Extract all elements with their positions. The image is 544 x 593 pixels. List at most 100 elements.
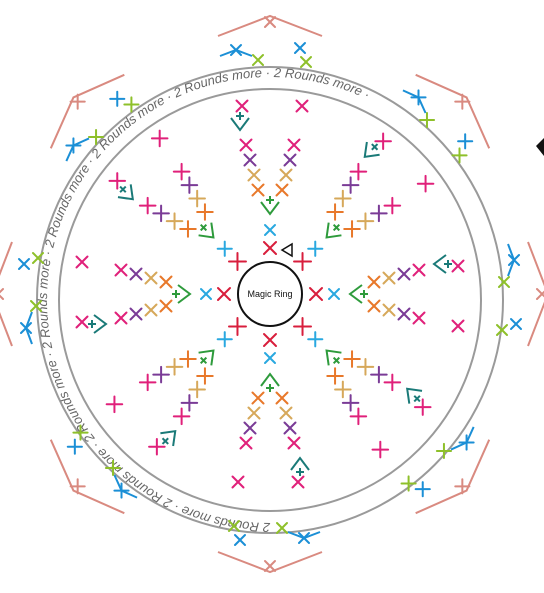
stitch-round1-stroke-b — [263, 333, 277, 347]
stitch-branch-6-stroke-b — [160, 204, 163, 223]
stitch-branch-5 — [334, 380, 352, 399]
outer-blue-stitch — [113, 482, 130, 499]
increase-round3-vee — [198, 222, 215, 239]
stitch-branch-5 — [165, 212, 184, 230]
outer-green-stitch-stroke-b — [442, 442, 445, 460]
stitch-branch-6 — [152, 204, 170, 223]
stitch-round8 — [451, 259, 465, 273]
outer-green-stitch-b — [72, 424, 89, 441]
stitch-branch-7 — [349, 162, 368, 181]
increase-round3-stem — [199, 223, 208, 232]
outer-green-stitch-b-stroke-b — [451, 154, 468, 157]
outer-crossbar — [49, 439, 125, 515]
stitch-branch-6-stroke-b — [283, 153, 297, 167]
outer-green-stitch-b-stroke-b — [72, 431, 89, 434]
increase-round3-vee — [260, 372, 280, 387]
stitch-branch-6 — [243, 153, 257, 167]
stitch-branch-5 — [144, 303, 158, 317]
stitch-branch-7 — [239, 436, 253, 450]
outer-top-stitch — [0, 288, 4, 300]
increase-round8 — [160, 430, 177, 447]
stitch-round8-stroke-b — [291, 475, 305, 489]
stitch-round2-stroke-b — [307, 247, 324, 250]
increase-round8 — [290, 456, 310, 476]
increase-round3-stem — [332, 356, 341, 365]
stitch-round8b — [150, 129, 169, 148]
stitch-round8b — [231, 475, 245, 489]
stitch-round1-stroke-b — [227, 325, 247, 328]
stitch-branch-4-stroke-b — [275, 391, 289, 405]
stitch-branch-6-stroke-b — [243, 421, 257, 435]
stitch-branch-6 — [129, 267, 143, 281]
stitch-round8b — [371, 440, 390, 459]
stitch-branch-7-stroke-b — [412, 263, 426, 277]
stitch-branch-4 — [251, 183, 265, 197]
outer-green-stitch — [435, 442, 453, 460]
stitch-branch-7 — [287, 138, 301, 152]
stitch-branch-6-stroke-b — [188, 176, 191, 194]
stitch-branch-6-stroke-b — [283, 421, 297, 435]
outer-green-stitch-stroke-b — [276, 522, 288, 534]
outer-top-stitch — [69, 478, 86, 495]
stitch-branch-4 — [159, 299, 173, 313]
stitch-branch-4-stroke-b — [159, 299, 173, 313]
outer-green-stitch-b — [123, 96, 140, 113]
stitch-round1-stroke-b — [217, 287, 231, 301]
outer-blue-stitch-stroke-b — [298, 532, 310, 544]
outer-blue-stitch-b — [510, 318, 522, 330]
outer-top-stitch — [454, 93, 471, 110]
stitch-branch-7-stroke-b — [239, 138, 253, 152]
stitch-round2-stroke-b — [223, 240, 226, 257]
stitch-branch-4 — [326, 203, 344, 221]
stitch-branch-5 — [382, 303, 396, 317]
stitch-round8 — [148, 437, 166, 456]
stitch-round8 — [235, 99, 249, 113]
stitch-branch-6 — [283, 421, 297, 435]
stitch-branch-7 — [172, 162, 191, 181]
increase-round3 — [198, 349, 215, 366]
stitch-branch-4 — [367, 275, 381, 289]
stitch-round8b-stroke-b — [295, 99, 309, 113]
outer-top-stitch-stroke-b — [0, 288, 4, 300]
stitch-branch-6 — [243, 421, 257, 435]
stitch-branch-5-stroke-b — [364, 358, 367, 376]
stitch-branch-6 — [370, 204, 388, 223]
stitch-branch-7 — [412, 311, 426, 325]
stitch-branch-5-stroke-b — [356, 220, 375, 223]
outer-top-stitch-stroke-b — [536, 288, 544, 300]
stitch-round2-stroke-b — [264, 352, 276, 364]
outer-green-stitch — [104, 459, 122, 477]
outer-green-stitch — [87, 128, 105, 146]
stitch-branch-4 — [179, 350, 197, 368]
stitch-round8-stroke-b — [116, 172, 119, 190]
stitch-branch-5-stroke-b — [173, 212, 176, 230]
increase-round3 — [198, 222, 215, 239]
outer-top-stitch-stroke-b — [69, 485, 86, 488]
outer-top-stitch-stroke-b — [76, 93, 79, 110]
stitch-branch-6 — [397, 267, 411, 281]
outer-blue-stitch — [508, 254, 520, 266]
stitch-round1-stroke-b — [293, 260, 313, 263]
stitch-branch-4 — [326, 367, 344, 385]
stitch-round8b — [295, 99, 309, 113]
outer-green-stitch — [252, 54, 264, 66]
stitch-branch-4-stroke-b — [179, 358, 197, 361]
stitch-round8-stroke-b — [421, 398, 424, 416]
stitch-branch-7-stroke-b — [114, 263, 128, 277]
stitch-branch-4-stroke-b — [367, 299, 381, 313]
stitch-branch-5 — [247, 168, 261, 182]
stitch-round2-stroke-b — [200, 288, 212, 300]
outer-blue-stitch — [410, 89, 427, 106]
stitch-branch-7-stroke-b — [287, 138, 301, 152]
stitch-layer — [75, 99, 465, 489]
stitch-branch-7-stroke-b — [180, 162, 183, 181]
outer-top-stitch-stroke-b — [264, 560, 276, 572]
increase-round8 — [88, 314, 108, 334]
stitch-branch-5-stroke-b — [144, 303, 158, 317]
increase-round8-vee — [290, 456, 310, 471]
stitch-branch-4 — [179, 220, 197, 238]
increase-round8-vee — [160, 430, 177, 447]
outer-blue-stitch-b-stroke-b — [234, 534, 246, 546]
stitch-branch-4 — [343, 350, 361, 368]
stitch-branch-4-stroke-b — [343, 227, 361, 230]
